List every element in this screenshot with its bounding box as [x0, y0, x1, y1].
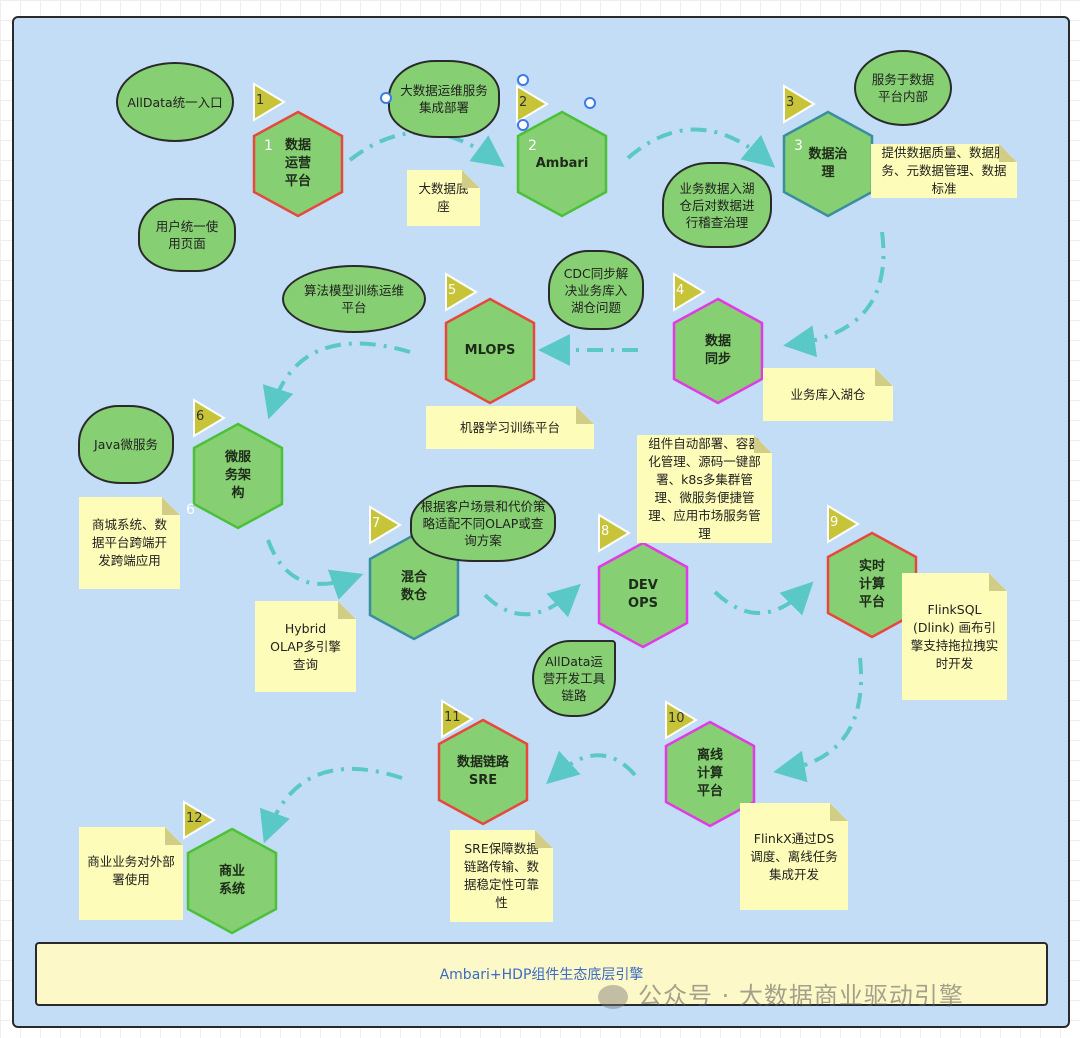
step-number: 7 — [372, 516, 381, 531]
callout-alldata-entry: AllData统一入口 — [116, 62, 234, 142]
note-ml-training: 机器学习训练平台 — [426, 406, 594, 449]
node-data-ops-platform[interactable]: 1 数据 运营 平台 — [252, 110, 344, 218]
selection-handle[interactable] — [517, 74, 529, 86]
watermark-text: 公众号 · 大数据商业驱动引擎 — [638, 982, 964, 1010]
step-flag-12: 12 — [182, 800, 216, 840]
node-business-system[interactable]: 商业 系统 — [186, 827, 278, 935]
cloud-ops-integration: 大数据运维服务集成部署 — [388, 60, 500, 138]
selection-handle[interactable] — [517, 119, 529, 131]
node-microservice[interactable]: 6 微服 务架 构 — [186, 422, 284, 530]
arrow-9-10 — [773, 657, 863, 783]
step-flag-4: 4 — [672, 272, 706, 312]
selection-handle[interactable] — [380, 92, 392, 104]
step-flag-8: 8 — [597, 513, 631, 553]
step-number: 9 — [830, 515, 839, 530]
step-flag-6: 6 — [192, 398, 226, 438]
step-flag-2: 2 — [515, 84, 549, 124]
note-devops-features: 组件自动部署、容器化管理、源码一键部署、k8s多集群管理、微服务便捷管理、应用市… — [637, 435, 772, 543]
step-number: 6 — [196, 409, 205, 424]
node-label: 数据 运营 平台 — [284, 138, 311, 189]
arrow-5-6 — [262, 341, 411, 420]
note-flinkx: FlinkX通过DS调度、离线任务集成开发 — [740, 803, 848, 910]
node-devops[interactable]: DEV OPS — [597, 541, 689, 649]
note-flinksql: FlinkSQL (Dlink) 画布引擎支持拖拉拽实时开发 — [902, 573, 1007, 700]
base-engine-label: Ambari+HDP组件生态底层引擎 — [439, 967, 644, 983]
step-number: 8 — [601, 524, 610, 539]
node-label: MLOPS — [464, 343, 516, 358]
step-number: 11 — [444, 710, 461, 725]
arrow-8-9 — [713, 581, 814, 616]
base-engine-layer[interactable]: Ambari+HDP组件生态底层引擎 — [35, 942, 1048, 1006]
node-data-link-sre[interactable]: 数据链路 SRE — [437, 718, 529, 826]
step-flag-10: 10 — [664, 700, 698, 740]
cloud-governance-desc: 业务数据入湖仓后对数据进行稽查治理 — [662, 162, 772, 248]
node-label: 混合 数仓 — [400, 570, 427, 603]
watermark: 公众号 · 大数据商业驱动引擎 — [598, 976, 964, 1011]
step-flag-3: 3 — [782, 84, 816, 124]
cloud-olap-strategy: 根据客户场景和代价策略适配不同OLAP或查询方案 — [410, 485, 556, 562]
step-flag-1: 1 — [252, 82, 286, 122]
step-number: 1 — [256, 93, 265, 108]
node-label: 实时 计算 平台 — [858, 559, 885, 610]
step-flag-5: 5 — [444, 272, 478, 312]
wechat-icon — [598, 985, 628, 1009]
node-data-governance[interactable]: 3 数据治 理 — [782, 110, 874, 218]
note-big-data-base: 大数据底座 — [407, 170, 480, 226]
node-offline-compute[interactable]: 离线 计算 平台 — [664, 720, 756, 828]
node-index: 6 — [186, 502, 195, 518]
note-lakehouse-ingest: 业务库入湖仓 — [763, 368, 893, 421]
node-index: 2 — [528, 138, 537, 154]
arrow-7-8 — [483, 583, 581, 618]
cloud-cdc-sync: CDC同步解决业务库入湖仓问题 — [548, 250, 644, 330]
callout-internal-service: 服务于数据平台内部 — [854, 50, 952, 126]
step-number: 4 — [676, 283, 685, 298]
callout-devops-toolchain: AllData运营开发工具链路 — [532, 640, 616, 717]
selection-handle[interactable] — [584, 97, 596, 109]
arrow-10-11 — [546, 750, 637, 785]
arrow-2-3 — [626, 127, 776, 168]
node-label: 数据链路 SRE — [456, 755, 509, 788]
node-label: 数据治 理 — [808, 147, 848, 180]
note-hybrid-olap: Hybrid OLAP多引擎查询 — [255, 601, 356, 692]
node-mlops[interactable]: MLOPS — [444, 297, 536, 405]
step-number: 3 — [786, 95, 795, 110]
node-label: 微服 务架 构 — [224, 450, 251, 501]
step-number: 2 — [519, 95, 528, 110]
step-flag-11: 11 — [440, 699, 474, 739]
callout-mlops-desc: 算法模型训练运维平台 — [282, 265, 426, 333]
node-realtime-compute[interactable]: 实时 计算 平台 — [826, 531, 918, 639]
step-number: 10 — [668, 711, 685, 726]
note-business-deploy: 商业业务对外部署使用 — [79, 827, 183, 920]
node-label: 商业 系统 — [218, 864, 245, 897]
arrow-6-7 — [266, 539, 364, 600]
node-label: 数据 同步 — [704, 334, 731, 367]
step-number: 5 — [448, 283, 457, 298]
node-label: 离线 计算 平台 — [696, 748, 723, 799]
step-number: 12 — [186, 811, 203, 826]
node-label: DEV OPS — [628, 578, 658, 611]
step-flag-7: 7 — [368, 505, 402, 545]
node-data-sync[interactable]: 数据 同步 — [672, 297, 764, 405]
cloud-unified-page: 用户统一使用页面 — [138, 198, 236, 272]
step-flag-9: 9 — [826, 504, 860, 544]
note-sre: SRE保障数据链路传输、数据稳定性可靠性 — [450, 830, 553, 922]
note-cross-platform: 商城系统、数据平台跨端开发跨端应用 — [79, 497, 180, 589]
arrow-11-12 — [259, 766, 403, 844]
arrow-3-4 — [783, 231, 886, 358]
note-governance-features: 提供数据质量、数据服务、元数据管理、数据标准 — [871, 144, 1017, 198]
node-index: 3 — [794, 138, 803, 154]
node-label: Ambari — [535, 156, 589, 171]
cloud-java-microservice: Java微服务 — [78, 405, 174, 484]
node-index: 1 — [264, 138, 273, 154]
